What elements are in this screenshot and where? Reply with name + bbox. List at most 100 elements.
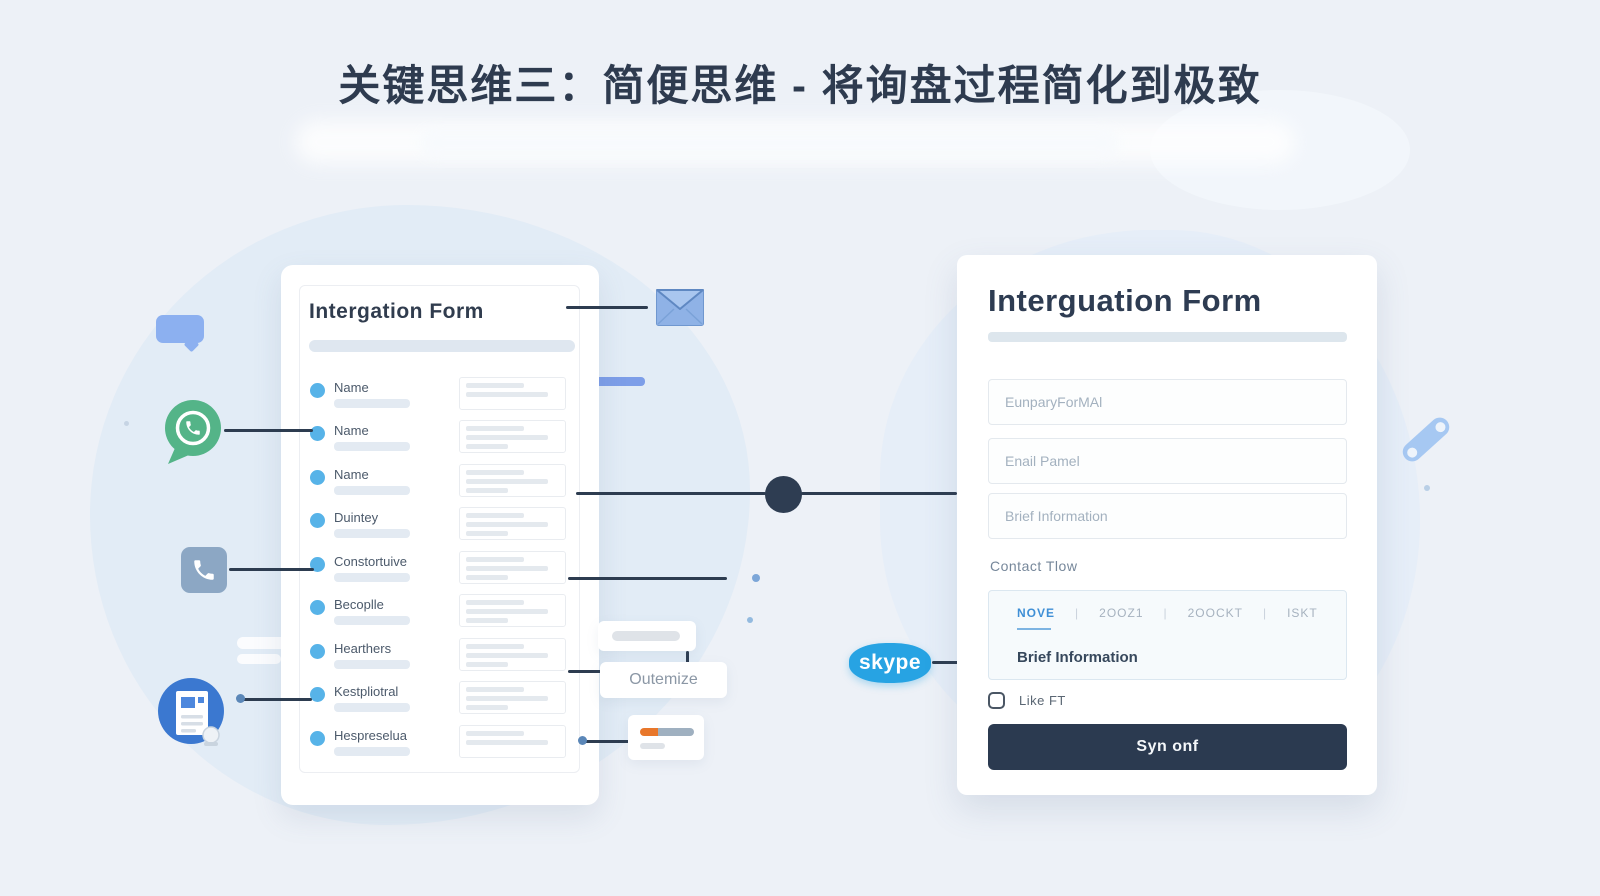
decor-pill: [237, 637, 294, 649]
submit-button[interactable]: Syn onf: [988, 724, 1347, 770]
field-underbar: [334, 660, 410, 669]
envelope-icon: [656, 289, 704, 326]
connector-phone: [229, 568, 314, 571]
connector-dot: [578, 736, 587, 745]
short-form-title: Interguation Form: [988, 283, 1262, 318]
decor-pill: [237, 654, 281, 664]
field-underbar: [334, 747, 410, 756]
like-ft-checkbox-row[interactable]: Like FT: [988, 692, 1066, 709]
field-input-skeleton: [459, 507, 566, 540]
field-label: Name: [334, 467, 369, 482]
tab-2oockt[interactable]: 2OOCKT: [1187, 606, 1243, 620]
email-input[interactable]: [988, 438, 1347, 484]
skype-icon: skype: [849, 643, 931, 683]
company-input[interactable]: [988, 379, 1347, 425]
progress-card: [628, 715, 704, 760]
tab-iskt[interactable]: ISKT: [1287, 606, 1318, 620]
link-pill-end: [1404, 445, 1419, 460]
short-form-title-bar: [988, 332, 1347, 342]
tab-separator: |: [1262, 606, 1268, 620]
bullet-icon: [310, 644, 325, 659]
field-input-skeleton: [459, 638, 566, 671]
progress-bar-track: [658, 728, 694, 736]
page-title: 关键思维三：简便思维 - 将询盘过程简化到极致: [338, 62, 1262, 109]
connector-mid: [568, 577, 727, 580]
form-row: Becoplle: [310, 594, 572, 630]
mini-card-skeleton: [598, 621, 696, 651]
form-row: Name: [310, 377, 572, 413]
field-label: Name: [334, 423, 369, 438]
connector-dot: [236, 694, 245, 703]
connector-progress: [585, 740, 635, 743]
field-input-skeleton: [459, 681, 566, 714]
tab-active-underline: [1017, 628, 1051, 630]
contact-flow-tabbox: NOVE | 2OOZ1 | 2OOCKT | ISKT Brief Infor…: [988, 590, 1347, 680]
tab-bar: NOVE | 2OOZ1 | 2OOCKT | ISKT: [1017, 606, 1318, 630]
tab-panel-text: Brief Information: [1017, 649, 1138, 666]
form-row: Hearthers: [310, 638, 572, 674]
long-form-card: Intergation Form Name Name Name: [281, 265, 599, 805]
tab-nove[interactable]: NOVE: [1017, 606, 1055, 630]
skeleton-pill: [612, 631, 680, 641]
phone-icon: [181, 547, 227, 593]
outemize-label: Outemize: [629, 671, 698, 688]
bullet-icon: [310, 513, 325, 528]
bullet-icon: [310, 470, 325, 485]
field-input-skeleton: [459, 594, 566, 627]
tab-separator: |: [1163, 606, 1168, 620]
decor-dot: [124, 421, 129, 426]
short-form-card: Interguation Form Contact Tlow NOVE | 2O…: [957, 255, 1377, 795]
field-label: Name: [334, 380, 369, 395]
field-input-skeleton: [459, 725, 566, 758]
form-row: Name: [310, 420, 572, 456]
form-row: Duintey: [310, 507, 572, 543]
decor-dot: [1424, 485, 1430, 491]
tab-separator: |: [1075, 606, 1080, 620]
field-label: Hespreselua: [334, 728, 407, 743]
field-label: Duintey: [334, 510, 379, 525]
bullet-icon: [310, 383, 325, 398]
checkbox[interactable]: [988, 692, 1005, 709]
field-underbar: [334, 486, 410, 495]
field-input-skeleton: [459, 420, 566, 453]
connector-center-left: [576, 492, 766, 495]
connector-dot: [752, 574, 760, 582]
field-label: Hearthers: [334, 641, 392, 656]
bullet-icon: [310, 600, 325, 615]
skype-wordmark: skype: [858, 651, 922, 674]
connector-whatsapp: [224, 429, 313, 432]
field-underbar: [334, 442, 410, 451]
decor-dot: [747, 617, 753, 623]
field-input-skeleton: [459, 377, 566, 410]
connector-document: [240, 698, 312, 701]
field-underbar: [334, 703, 410, 712]
progress-bar-filled: [640, 728, 658, 736]
long-form-title-bar: [309, 340, 575, 352]
decor-blue-pill: [585, 377, 645, 386]
center-node: [765, 476, 802, 513]
field-underbar: [334, 573, 410, 582]
bullet-icon: [310, 426, 325, 441]
checkbox-label: Like FT: [1019, 693, 1066, 708]
tab-2oz1[interactable]: 2OOZ1: [1099, 606, 1144, 620]
link-pill-end: [1433, 419, 1448, 434]
chat-bubble-icon: [156, 315, 204, 353]
field-input-skeleton: [459, 464, 566, 497]
connector-center-right: [801, 492, 957, 495]
field-label: Becoplle: [334, 597, 384, 612]
bullet-icon: [310, 687, 325, 702]
field-underbar: [334, 616, 410, 625]
ghost-subtitle-highlight: [420, 128, 1120, 158]
contact-flow-label: Contact Tlow: [990, 558, 1078, 574]
connector-envelope: [566, 306, 648, 309]
brief-info-input[interactable]: [988, 493, 1347, 539]
form-row: Name: [310, 464, 572, 500]
field-underbar: [334, 529, 410, 538]
form-row: Hespreselua: [310, 725, 572, 761]
field-label: Kestpliotral: [334, 684, 399, 699]
form-row: Kestpliotral: [310, 681, 572, 717]
long-form-panel: Intergation Form Name Name Name: [299, 285, 580, 773]
outemize-card: Outemize: [600, 662, 727, 698]
document-icon: [158, 678, 224, 746]
